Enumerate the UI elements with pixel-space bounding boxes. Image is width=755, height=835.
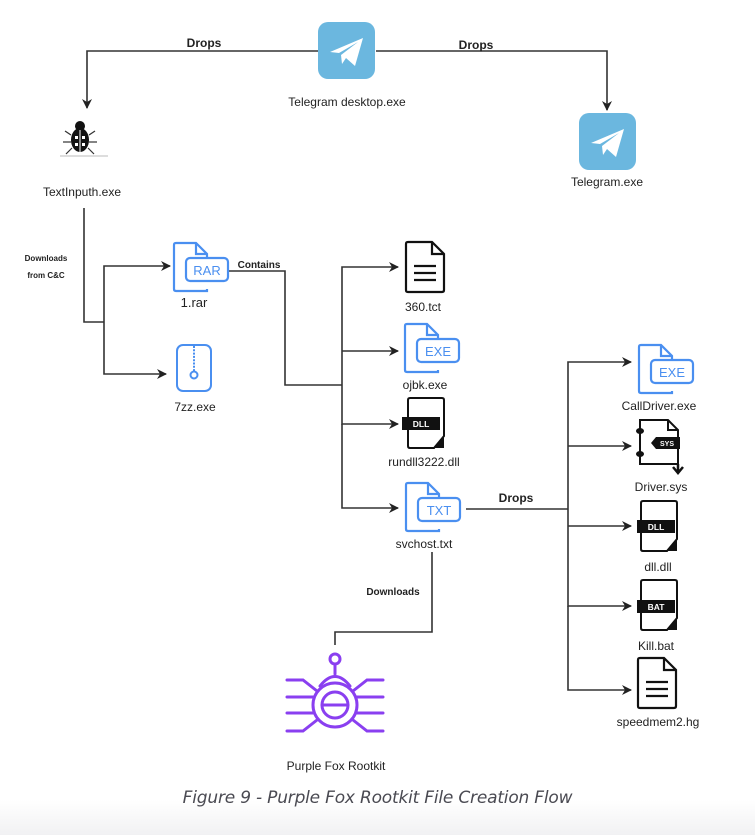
edge-contains bbox=[229, 270, 342, 386]
sys-file-icon: SYS bbox=[636, 419, 684, 475]
node-label: svchost.txt bbox=[396, 537, 453, 551]
connectors bbox=[82, 50, 632, 695]
file-badge: BAT bbox=[648, 602, 666, 612]
node-label: Telegram desktop.exe bbox=[288, 95, 406, 109]
node-textinputh[interactable]: TextInputh.exe bbox=[43, 121, 121, 199]
edge-label-drops-right: Drops bbox=[459, 38, 494, 52]
file-badge: TXT bbox=[427, 503, 452, 518]
node-label: Purple Fox Rootkit bbox=[287, 759, 386, 773]
rar-file-icon: RAR bbox=[172, 241, 230, 293]
txt-file-icon: TXT bbox=[404, 481, 462, 533]
edge-downloads-trunk bbox=[83, 208, 104, 323]
figure-caption: Figure 9 - Purple Fox Rootkit File Creat… bbox=[182, 788, 573, 808]
edge-label-contains: Contains bbox=[238, 260, 281, 271]
node-label: 1.rar bbox=[181, 295, 208, 310]
dll-file-icon: DLL bbox=[402, 397, 445, 449]
file-badge: EXE bbox=[425, 344, 451, 359]
node-360-tct[interactable]: 360.tct bbox=[404, 240, 446, 314]
edge-to-7zz bbox=[103, 322, 167, 379]
node-label: speedmem2.hg bbox=[617, 715, 700, 729]
edge-drops-telegram bbox=[376, 50, 612, 111]
node-calldriver-exe[interactable]: EXE CallDriver.exe bbox=[622, 343, 697, 413]
node-1-rar[interactable]: RAR 1.rar bbox=[172, 241, 230, 310]
rootkit-icon bbox=[285, 652, 385, 733]
node-rundll3222-dll[interactable]: DLL rundll3222.dll bbox=[388, 397, 460, 469]
node-label: Driver.sys bbox=[635, 480, 688, 494]
node-label: 7zz.exe bbox=[174, 400, 216, 414]
edge-to-rar bbox=[103, 261, 171, 322]
text-document-icon bbox=[404, 240, 446, 294]
edge-drops-textinputh bbox=[82, 50, 320, 109]
bat-file-icon: BAT bbox=[637, 579, 678, 631]
edge-to-killbat bbox=[567, 509, 632, 611]
node-speedmem2-hg[interactable]: speedmem2.hg bbox=[617, 656, 700, 729]
node-label: Kill.bat bbox=[638, 639, 675, 653]
node-label: dll.dll bbox=[644, 560, 671, 574]
dll-file-icon: DLL bbox=[637, 500, 678, 552]
node-svchost-txt[interactable]: TXT svchost.txt bbox=[396, 481, 462, 551]
edge-to-speedmem bbox=[567, 606, 632, 695]
node-label: CallDriver.exe bbox=[622, 399, 697, 413]
file-badge: EXE bbox=[659, 365, 685, 380]
node-label: ojbk.exe bbox=[403, 378, 448, 392]
node-driver-sys[interactable]: SYS Driver.sys bbox=[635, 419, 688, 494]
node-telegram-desktop[interactable]: Telegram desktop.exe bbox=[288, 22, 406, 109]
file-badge: SYS bbox=[660, 441, 674, 448]
node-label: TextInputh.exe bbox=[43, 185, 121, 199]
edge-label-downloads-cc-1: Downloads bbox=[25, 254, 68, 263]
telegram-icon bbox=[579, 113, 636, 170]
edge-to-rundll bbox=[341, 385, 399, 429]
telegram-icon bbox=[318, 22, 375, 79]
node-label: 360.tct bbox=[405, 300, 442, 314]
file-badge: DLL bbox=[413, 419, 430, 429]
edge-downloads-rootkit bbox=[334, 552, 433, 645]
edge-label-drops-left: Drops bbox=[187, 36, 222, 50]
file-badge: DLL bbox=[648, 522, 665, 532]
exe-file-icon: EXE bbox=[637, 343, 695, 395]
edge-label-downloads-cc-2: from C&C bbox=[27, 271, 65, 280]
text-document-icon bbox=[636, 656, 678, 710]
node-label: rundll3222.dll bbox=[388, 455, 459, 469]
node-label: Telegram.exe bbox=[571, 175, 643, 189]
node-purple-fox-rootkit[interactable]: Purple Fox Rootkit bbox=[285, 652, 386, 773]
edge-label-downloads-rootkit: Downloads bbox=[366, 587, 420, 598]
edge-label-drops-svchost: Drops bbox=[499, 491, 534, 505]
zip-file-icon bbox=[176, 344, 212, 392]
node-ojbk-exe[interactable]: EXE ojbk.exe bbox=[403, 322, 461, 392]
node-telegram-exe[interactable]: Telegram.exe bbox=[571, 113, 643, 189]
node-7zz[interactable]: 7zz.exe bbox=[174, 344, 216, 414]
edge-to-calldriver bbox=[567, 357, 632, 509]
bug-icon bbox=[60, 121, 108, 157]
node-kill-bat[interactable]: BAT Kill.bat bbox=[637, 579, 678, 653]
exe-file-icon: EXE bbox=[403, 322, 461, 374]
edge-to-svchost bbox=[341, 424, 399, 513]
node-dll-dll[interactable]: DLL dll.dll bbox=[637, 500, 678, 574]
file-badge: RAR bbox=[193, 263, 220, 278]
edge-to-360tct bbox=[341, 262, 399, 385]
